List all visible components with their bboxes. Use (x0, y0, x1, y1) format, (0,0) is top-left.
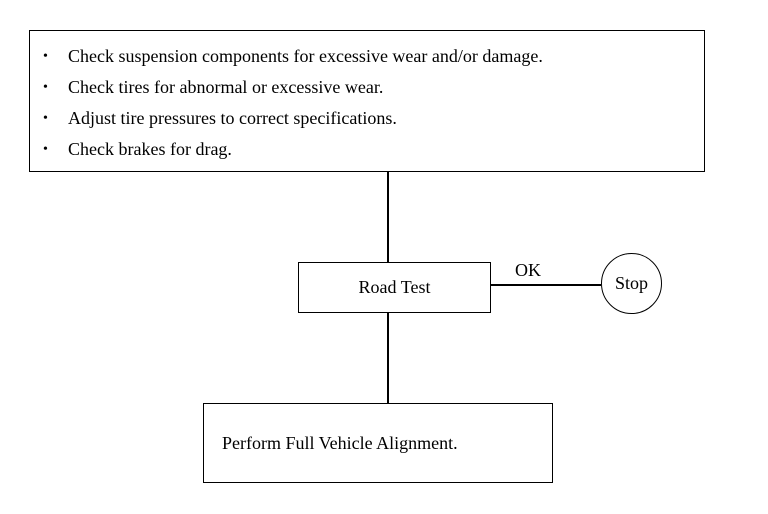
pre-check-item: • Check brakes for drag. (40, 134, 704, 165)
pre-check-item-text: Check suspension components for excessiv… (68, 46, 543, 66)
bullet-icon: • (43, 49, 48, 64)
stop-terminal: Stop (601, 253, 662, 314)
pre-check-item-text: Check tires for abnormal or excessive we… (68, 77, 384, 97)
pre-check-item-text: Adjust tire pressures to correct specifi… (68, 108, 397, 128)
ok-branch-label: OK (515, 260, 541, 280)
alignment-label: Perform Full Vehicle Alignment. (222, 432, 458, 453)
bullet-icon: • (43, 80, 48, 95)
road-test-label: Road Test (358, 277, 431, 297)
pre-check-list: • Check suspension components for excessi… (30, 31, 704, 165)
road-test-box: Road Test (298, 262, 491, 313)
pre-check-item-text: Check brakes for drag. (68, 139, 232, 159)
pre-check-item: • Adjust tire pressures to correct specif… (40, 103, 704, 134)
connector-road-test-to-alignment (387, 313, 389, 403)
alignment-box: Perform Full Vehicle Alignment. (203, 403, 553, 483)
bullet-icon: • (43, 111, 48, 126)
bullet-icon: • (43, 142, 48, 157)
connector-road-test-to-stop (491, 284, 601, 286)
connector-checklist-to-road-test (387, 172, 389, 262)
pre-check-item: • Check suspension components for excessi… (40, 41, 704, 72)
stop-label: Stop (614, 273, 648, 293)
pre-check-box: • Check suspension components for excessi… (29, 30, 705, 172)
pre-check-item: • Check tires for abnormal or excessive w… (40, 72, 704, 103)
